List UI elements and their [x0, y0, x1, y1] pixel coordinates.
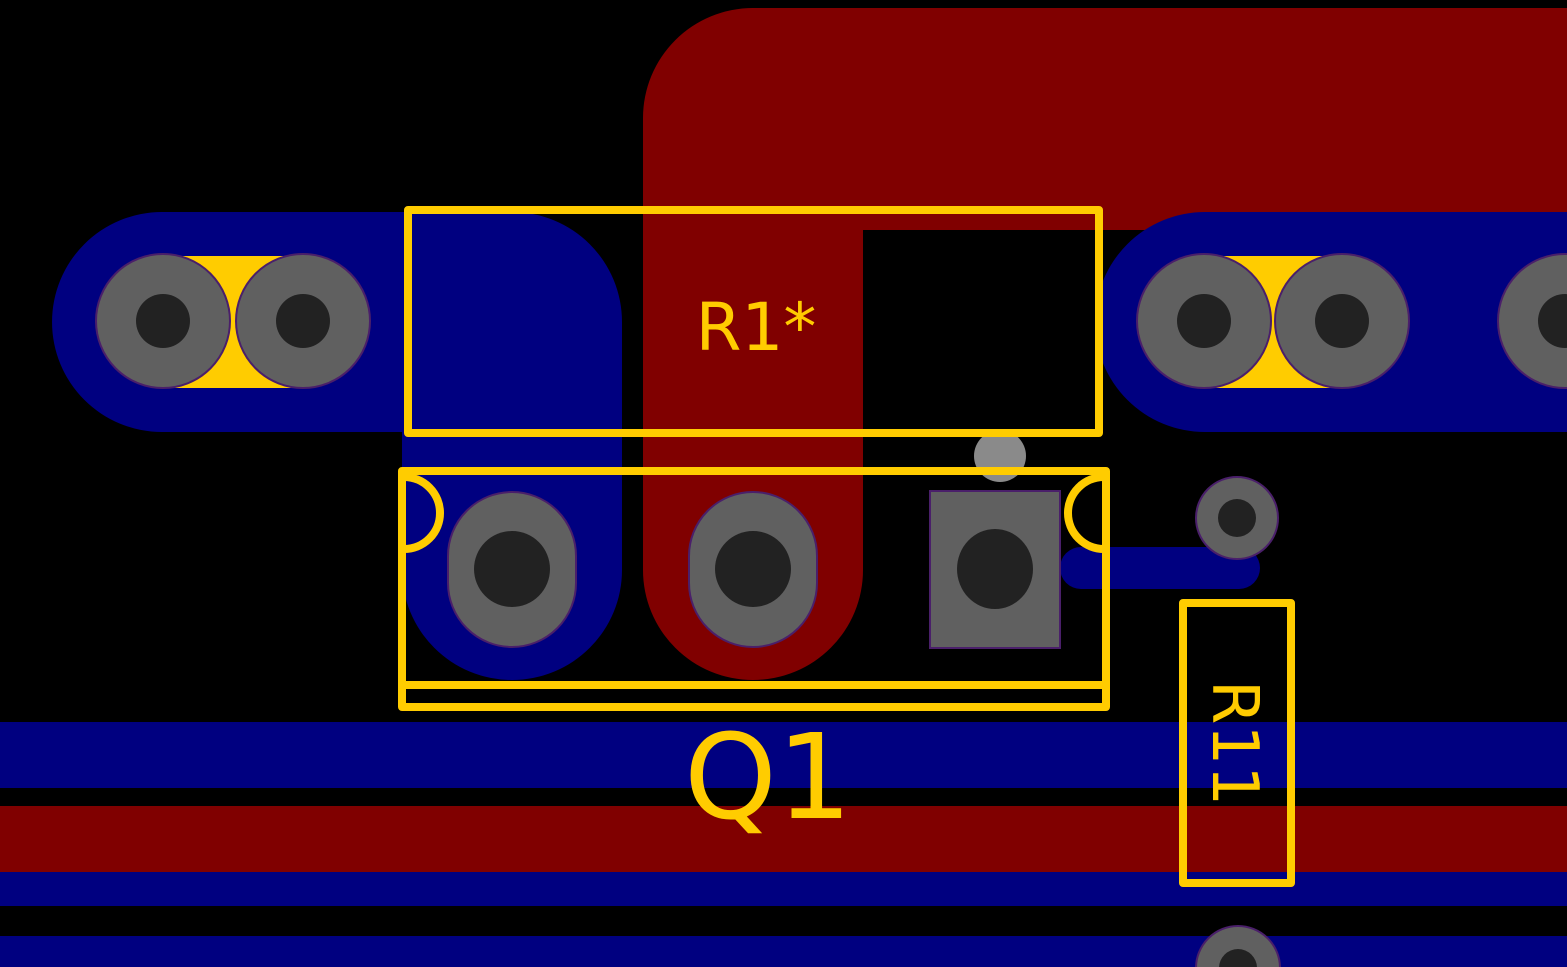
- back-copper-trace: [0, 872, 1567, 906]
- round-pad-icon: [1136, 253, 1272, 389]
- r1-silkscreen-outline: [404, 206, 1103, 437]
- round-pad-icon: [235, 253, 371, 389]
- back-copper-layer-bottom: [0, 722, 1567, 967]
- r11-silkscreen-outline: [1179, 599, 1295, 887]
- front-copper-pour: [643, 8, 1567, 680]
- silkscreen-layer: [398, 206, 1295, 887]
- via-icon: [1195, 476, 1279, 560]
- front-copper-trace: [0, 806, 1567, 872]
- round-pad-icon: [95, 253, 231, 389]
- round-pad-icon: [1497, 253, 1567, 389]
- drill-hole: [1218, 499, 1256, 537]
- drill-hole: [1177, 294, 1231, 348]
- drill-hole: [957, 529, 1033, 609]
- oval-pad-icon: [447, 491, 577, 648]
- r11-reference-label: R11: [1197, 680, 1271, 806]
- back-copper-trace: [0, 722, 1567, 788]
- q1-silkscreen-arc-right: [1064, 473, 1105, 553]
- pads-layer: [95, 253, 1567, 967]
- silkscreen-labels: R1* Q1 R11: [684, 289, 1271, 846]
- q1-silkscreen-arc-left: [403, 473, 444, 553]
- q1-silkscreen-outline: [398, 467, 1110, 711]
- back-copper-trace: [0, 936, 1567, 967]
- drill-hole: [276, 294, 330, 348]
- oval-pad-icon: [688, 491, 818, 648]
- drill-hole: [715, 531, 791, 607]
- square-pad-icon: [929, 490, 1061, 649]
- via-icon: [1195, 925, 1281, 967]
- drill-hole: [1315, 294, 1369, 348]
- q1-reference-label: Q1: [684, 708, 852, 846]
- round-pad-icon: [1274, 253, 1410, 389]
- drill-hole: [474, 531, 550, 607]
- drill-hole: [1538, 294, 1567, 348]
- drill-hole: [1219, 949, 1257, 967]
- drill-hole: [136, 294, 190, 348]
- r1-reference-label: R1*: [696, 289, 817, 366]
